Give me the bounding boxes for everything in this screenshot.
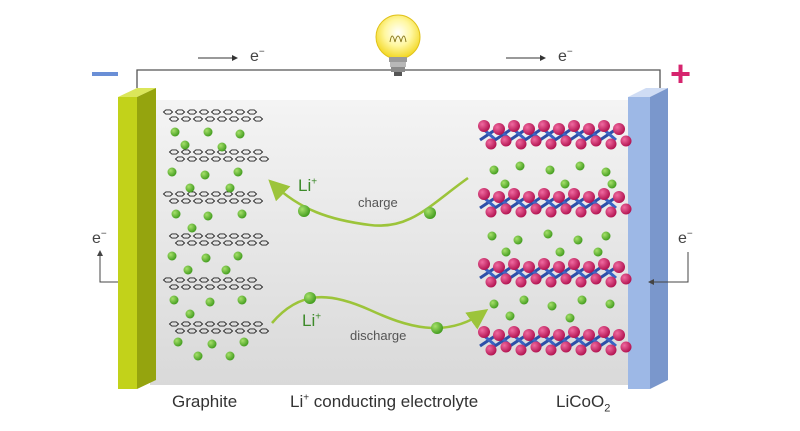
graphite-li-ion [169,295,179,305]
graphite-li-ion [235,129,245,139]
graphite-li-ion [237,295,247,305]
graphite-li-ion [233,167,243,177]
graphite-li-ion [221,265,231,275]
cathode-li-ion [513,235,523,245]
graphite-li-ion [187,223,197,233]
graphite-li-ion [203,127,213,137]
discharge-arrow [271,295,489,330]
cathode-li-ion [545,165,555,175]
graphite-li-ion [205,297,215,307]
cathode-plate [628,88,668,389]
electrolyte-label: Li+ conducting electrolyte [290,392,479,411]
graphite-li-ion [217,142,227,152]
graphite-li-ion [225,351,235,361]
graphite-li-ion [171,209,181,219]
anode-plate [118,88,156,389]
graphite-li-ion [167,167,177,177]
cathode-li-ion [560,179,570,189]
ion-charge-2 [298,205,310,217]
cathode-li-ion [515,161,525,171]
ion-discharge-1 [304,292,316,304]
cathode-li-ion [501,247,511,257]
graphite-sheet [168,321,270,334]
cathode-li-ion [593,247,603,257]
cathode-li-ion [489,165,499,175]
ion-charge-1 [424,207,436,219]
cathode-li-ion [543,229,553,239]
electron-flow-arrow-left [198,55,238,61]
licoo2-layer [478,188,632,218]
electron-label-anode: e− [92,228,107,247]
cathode-li-ion [489,299,499,309]
cathode-li-ion [601,167,611,177]
graphite-li-ion [200,170,210,180]
cathode-li-ion [547,301,557,311]
graphite-li-ion [185,309,195,319]
graphite-li-ion [173,337,183,347]
graphite-sheet [162,277,264,290]
graphite-li-ion [201,253,211,263]
graphite-li-ion [207,339,217,349]
licoo2-layer [478,120,632,150]
graphite-li-ion [239,337,249,347]
cathode-li-ion [601,231,611,241]
cathode-li-ion [519,295,529,305]
graphite-li-ion [233,251,243,261]
electron-label-wire-left: e− [250,46,265,65]
cathode-li-ion [505,311,515,321]
positive-terminal-sign: + [670,53,692,94]
charge-label: charge [358,195,398,210]
ion-label-discharge: Li+ [302,311,322,330]
graphite-layers [162,109,270,361]
cathode-electron-arrow [648,252,689,285]
cathode-li-ion [565,313,575,323]
cathode-li-ion [575,161,585,171]
cathode-li-ion [500,179,510,189]
graphite-sheet [162,191,264,204]
cathode-li-ion [487,231,497,241]
cathode-label: LiCoO2 [556,392,611,415]
licoo2-layer [478,326,632,356]
graphite-li-ion [167,251,177,261]
licoo2-lattice [478,120,632,356]
ion-discharge-2 [431,322,443,334]
graphite-li-ion [203,211,213,221]
light-bulb-icon [375,14,421,76]
ion-label-charge: Li+ [298,176,318,195]
cathode-li-ion [605,299,615,309]
electron-label-wire-right: e− [558,46,573,65]
graphite-li-ion [225,183,235,193]
electron-flow-arrow-right [506,55,546,61]
graphite-sheet [168,233,270,246]
graphite-li-ion [237,209,247,219]
graphite-li-ion [170,127,180,137]
discharge-label: discharge [350,328,407,343]
cathode-li-ion [573,235,583,245]
graphite-li-ion [185,183,195,193]
cathode-li-ion [607,179,617,189]
electron-label-cathode: e− [678,228,693,247]
graphite-sheet [162,109,264,122]
anode-electron-arrow [97,250,118,283]
cathode-li-ion [577,295,587,305]
anode-label: Graphite [172,392,238,411]
graphite-li-ion [183,265,193,275]
licoo2-layer [478,258,632,288]
graphite-li-ion [180,140,190,150]
graphite-li-ion [193,351,203,361]
negative-terminal-sign [92,72,118,76]
charge-arrow [268,176,469,227]
cathode-li-ion [555,247,565,257]
